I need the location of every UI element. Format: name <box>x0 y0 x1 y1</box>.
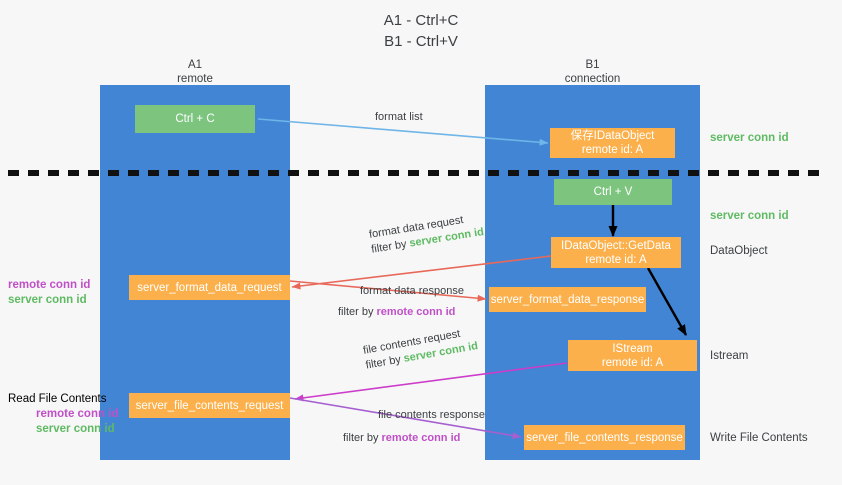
edge-label-format-list-text: format list <box>375 111 423 123</box>
node-server-format-data-response[interactable]: server_format_data_response <box>489 287 646 312</box>
right-label-istream: Istream <box>710 350 749 362</box>
node-server-file-contents-request-label: server_file_contents_request <box>135 399 284 412</box>
node-ctrl-c[interactable]: Ctrl + C <box>135 105 255 133</box>
left-label-server-conn-id-upper: server conn id <box>8 294 87 306</box>
page-title: A1 - Ctrl+C B1 - Ctrl+V <box>383 12 459 50</box>
node-server-file-contents-request[interactable]: server_file_contents_request <box>129 393 290 418</box>
node-save-idataobject-line1: 保存IDataObject <box>570 130 655 142</box>
column-sub-b1: connection <box>564 73 621 85</box>
edge-label-file-contents-response-filter: filter by remote conn id <box>343 431 485 446</box>
left-label-conn-ids-upper: remote conn id server conn id <box>8 278 90 308</box>
node-idataobject-getdata-line2: remote id: A <box>585 253 647 266</box>
edge-label-format-data-response: format data response filter by remote co… <box>338 284 464 320</box>
left-label-read-file-contents-group: Read File Contents remote conn id server… <box>8 392 118 437</box>
node-server-file-contents-response-label: server_file_contents_response <box>526 431 683 444</box>
right-label-server-conn-id-top: server conn id <box>710 132 789 144</box>
node-idataobject-getdata-line1: IDataObject::GetData <box>561 239 671 252</box>
column-sub-a1: remote <box>177 73 213 85</box>
filter-value-remote-conn-id: remote conn id <box>376 306 456 318</box>
edge-label-file-contents-request: file contents request filter by server c… <box>362 324 479 373</box>
column-name-b1: B1 <box>585 59 600 71</box>
node-istream[interactable]: IStream remote id: A <box>568 340 697 371</box>
filter-prefix: filter by <box>343 432 382 444</box>
node-ctrl-v[interactable]: Ctrl + V <box>554 179 672 205</box>
column-header-a1: A1 remote <box>120 58 270 86</box>
left-label-read-file-contents: Read File Contents <box>8 393 107 405</box>
node-save-idataobject-line2: remote id: A <box>581 144 644 156</box>
edge-label-format-data-response-line1: format data response <box>360 285 464 297</box>
node-ctrl-c-label: Ctrl + C <box>175 113 215 125</box>
left-label-remote-conn-id-lower: remote conn id <box>36 408 119 420</box>
node-server-format-data-response-label: server_format_data_response <box>490 293 645 306</box>
column-name-a1: A1 <box>187 59 203 71</box>
column-header-b1: B1 connection <box>515 58 670 86</box>
node-istream-line1: IStream <box>612 342 653 355</box>
right-label-write-file-contents: Write File Contents <box>710 432 808 444</box>
right-label-server-conn-id-mid: server conn id <box>710 210 789 222</box>
right-label-dataobject: DataObject <box>710 245 768 257</box>
filter-value-remote-conn-id: remote conn id <box>381 432 461 444</box>
edge-label-format-data-request: format data request filter by server con… <box>368 210 485 257</box>
filter-prefix: filter by <box>338 306 377 318</box>
edge-label-file-contents-response-line1: file contents response <box>378 409 486 421</box>
node-idataobject-getdata[interactable]: IDataObject::GetData remote id: A <box>551 237 681 268</box>
node-istream-line2: remote id: A <box>601 356 664 369</box>
left-label-server-conn-id-lower: server conn id <box>36 423 115 435</box>
edge-label-file-contents-response: file contents response filter by remote … <box>343 408 486 446</box>
node-ctrl-v-label: Ctrl + V <box>593 186 633 198</box>
left-label-remote-conn-id-upper: remote conn id <box>8 279 91 291</box>
node-save-idataobject[interactable]: 保存IDataObject remote id: A <box>550 128 675 158</box>
edge-label-format-list: format list <box>375 110 423 125</box>
node-server-format-data-request-label: server_format_data_request <box>137 281 282 294</box>
node-server-file-contents-response[interactable]: server_file_contents_response <box>524 425 685 450</box>
node-server-format-data-request[interactable]: server_format_data_request <box>129 275 290 300</box>
edge-label-format-data-response-filter: filter by remote conn id <box>338 305 464 320</box>
